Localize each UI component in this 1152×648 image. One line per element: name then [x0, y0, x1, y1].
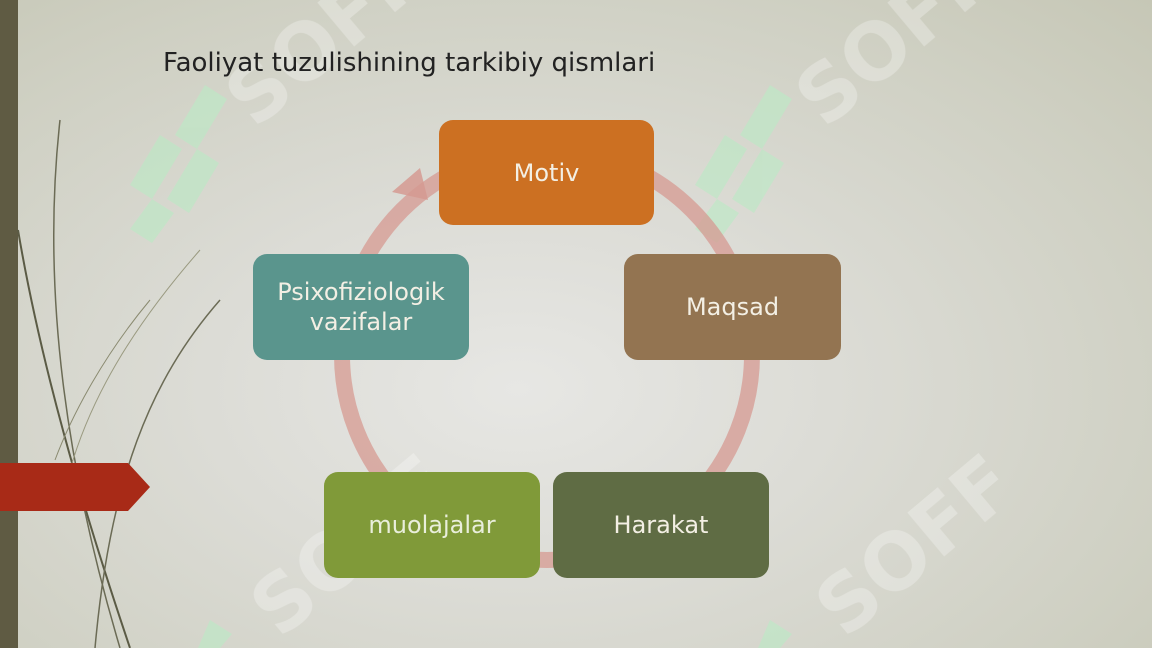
- node-psixofiziologik-label-line2: vazifalar: [309, 308, 413, 336]
- slide-title: Faoliyat tuzulishining tarkibiy qismlari: [163, 48, 656, 78]
- node-maqsad: Maqsad: [624, 254, 841, 360]
- node-muolajalar-label: muolajalar: [368, 511, 496, 539]
- node-psixofiziologik: Psixofiziologik vazifalar: [253, 254, 469, 360]
- red-arrow-tab: [0, 463, 150, 511]
- node-muolajalar: muolajalar: [324, 472, 540, 578]
- node-motiv: Motiv: [439, 120, 654, 225]
- node-maqsad-label: Maqsad: [685, 293, 780, 321]
- node-psixofiziologik-label-line1: Psixofiziologik: [277, 278, 445, 306]
- decorative-curves: [17, 119, 221, 648]
- node-motiv-label: Motiv: [513, 158, 580, 187]
- node-harakat: Harakat: [553, 472, 769, 578]
- node-harakat-label: Harakat: [613, 511, 709, 539]
